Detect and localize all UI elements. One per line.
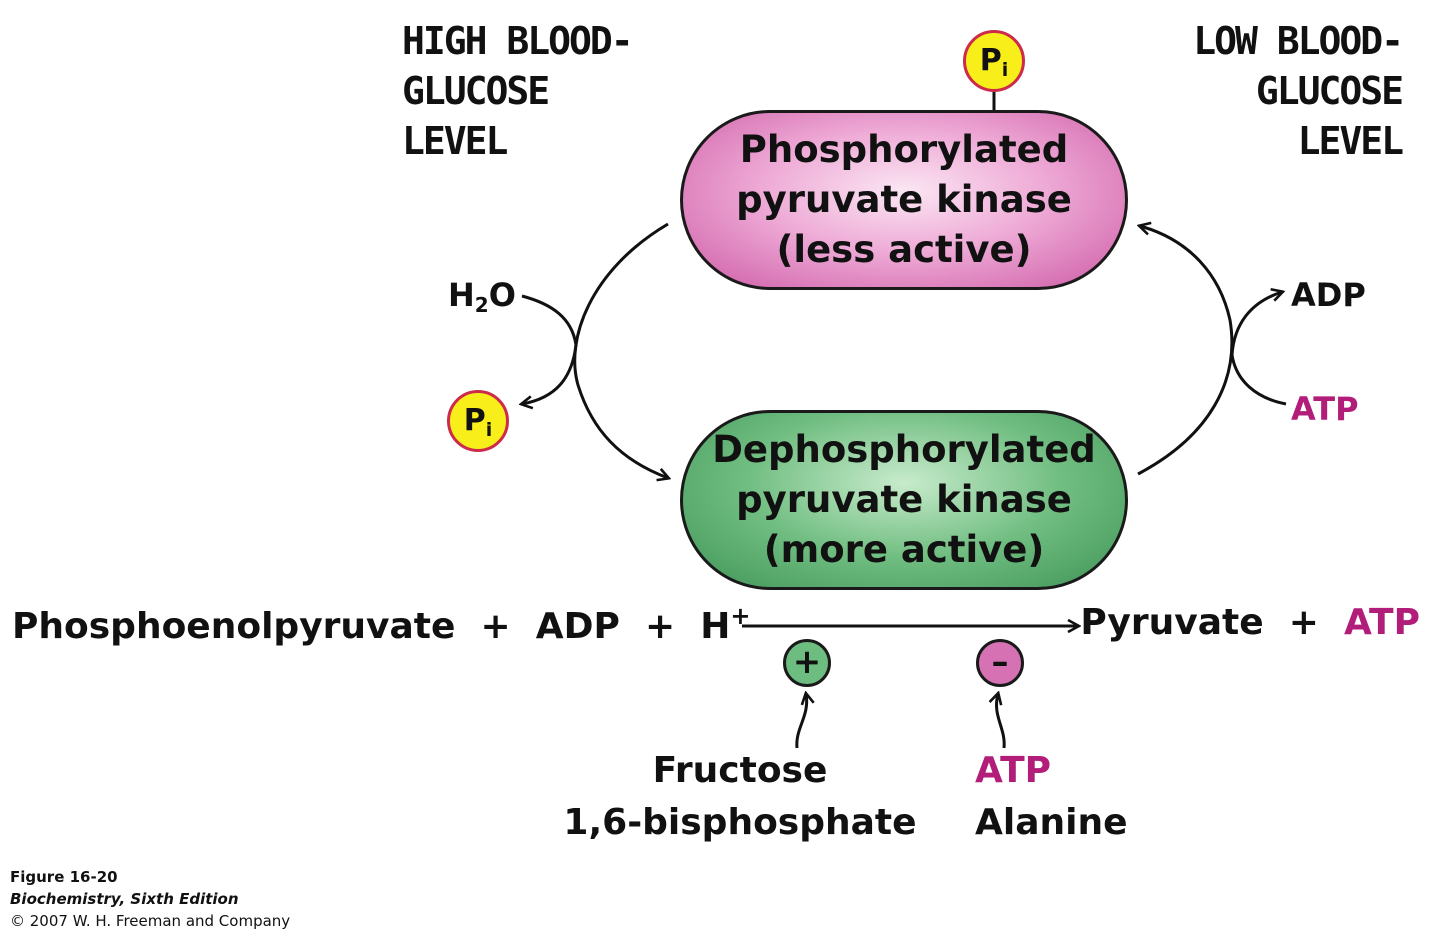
water-h: H	[448, 276, 475, 314]
high-blood-glucose-label: HIGH BLOOD- GLUCOSE LEVEL	[402, 16, 634, 166]
node-line: Dephosphorylated	[712, 428, 1096, 471]
adp-release-arrow	[1230, 292, 1282, 356]
product-atp: ATP	[1343, 602, 1420, 643]
reactant-adp: ADP	[535, 606, 620, 647]
node-line: pyruvate kinase	[736, 478, 1072, 521]
low-blood-glucose-label: LOW BLOOD- GLUCOSE LEVEL	[1193, 16, 1404, 166]
activator-label: Fructose 1,6-bisphosphate	[560, 745, 920, 849]
book-title: Biochemistry, Sixth Edition	[10, 890, 239, 908]
water-subscript: 2	[474, 293, 489, 317]
inhibitor-line-alanine: Alanine	[975, 802, 1128, 843]
phosphate-badge-top: Pi	[963, 30, 1025, 92]
phosphate-letter: P	[979, 43, 1002, 78]
inhibitor-line-atp: ATP	[975, 750, 1052, 791]
water-label: H2O	[448, 276, 516, 317]
inhibitor-label: ATP Alanine	[975, 745, 1128, 849]
dephosphorylated-pyruvate-kinase-node: Dephosphorylated pyruvate kinase (more a…	[680, 410, 1128, 590]
high-level-line: GLUCOSE	[402, 69, 550, 113]
inhibitor-arrow	[996, 694, 1006, 749]
node-line: (less active)	[776, 228, 1032, 271]
high-level-line: LEVEL	[402, 119, 508, 163]
reaction-products: Pyruvate + ATP	[1080, 602, 1420, 643]
phosphate-subscript: i	[485, 419, 493, 441]
figure-caption: Figure 16-20 Biochemistry, Sixth Edition…	[10, 866, 290, 932]
phosphate-badge-left: Pi	[447, 390, 509, 452]
product-pyruvate: Pyruvate	[1080, 602, 1264, 643]
activator-arrow	[795, 694, 807, 749]
reactant-pep: Phosphoenolpyruvate	[12, 606, 456, 647]
water-input-curve	[521, 294, 578, 346]
low-level-line: GLUCOSE	[1255, 69, 1404, 113]
figure-number: Figure 16-20	[10, 868, 118, 886]
plus-sign: +	[480, 606, 511, 647]
adp-product-label: ADP	[1291, 276, 1366, 314]
node-line: (more active)	[763, 528, 1045, 571]
plus-sign: +	[1288, 602, 1319, 643]
reaction-reactants: Phosphoenolpyruvate + ADP + H+	[12, 602, 750, 647]
atp-input-curve	[1230, 354, 1287, 406]
plus-sign: +	[644, 606, 676, 647]
water-o: O	[488, 276, 516, 314]
atp-substrate-label: ATP	[1291, 390, 1359, 428]
activator-symbol: +	[783, 639, 831, 687]
reactant-proton: H	[700, 606, 731, 647]
low-level-line: LOW BLOOD-	[1193, 19, 1404, 63]
low-level-line: LEVEL	[1297, 119, 1404, 163]
phosphorylation-arrow	[1138, 226, 1234, 476]
dephosphorylation-arrow	[573, 222, 668, 478]
phosphate-release-arrow	[522, 344, 578, 404]
activator-line: Fructose	[652, 750, 828, 791]
high-level-line: HIGH BLOOD-	[402, 19, 634, 63]
proton-charge: +	[730, 602, 751, 630]
inhibitor-symbol: –	[976, 639, 1024, 687]
copyright: © 2007 W. H. Freeman and Company	[10, 912, 291, 930]
node-line: pyruvate kinase	[736, 178, 1072, 221]
phosphorylated-pyruvate-kinase-node: Phosphorylated pyruvate kinase (less act…	[680, 110, 1128, 290]
node-line: Phosphorylated	[739, 128, 1069, 171]
phosphate-letter: P	[463, 403, 486, 438]
phosphate-subscript: i	[1001, 59, 1009, 81]
activator-line: 1,6-bisphosphate	[563, 802, 917, 843]
